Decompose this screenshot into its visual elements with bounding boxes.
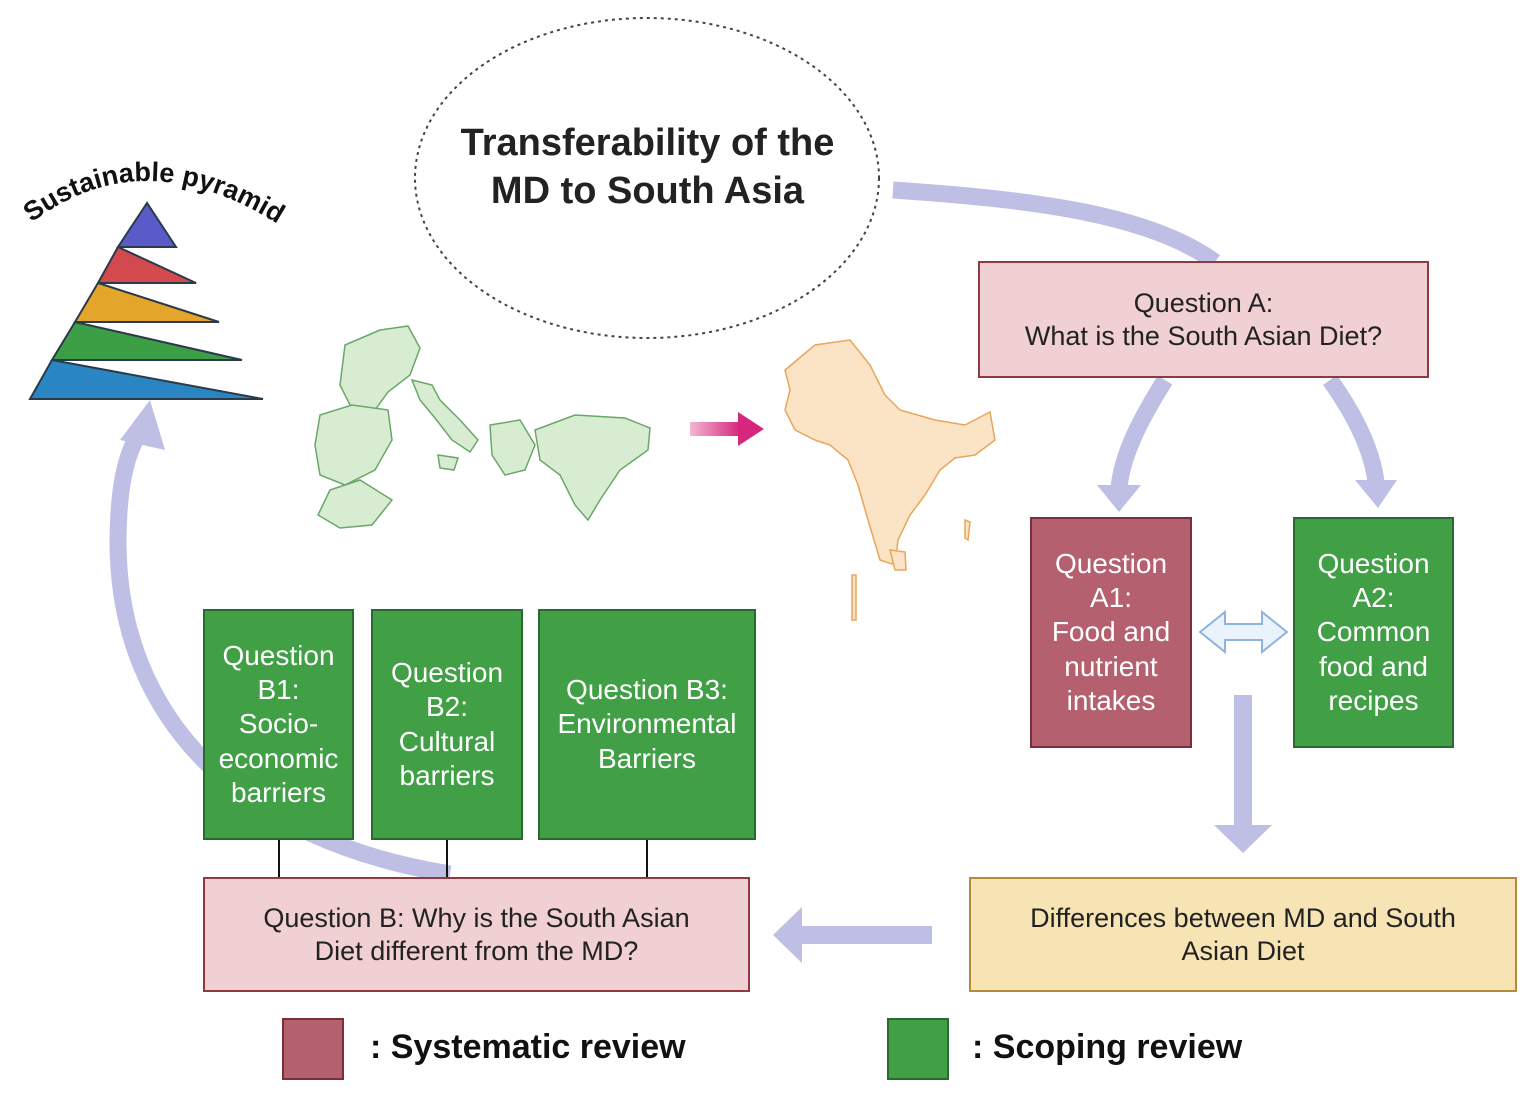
question-b2-box: Question B2: Cultural barriers xyxy=(371,609,523,840)
question-a2-box: Question A2: Common food and recipes xyxy=(1293,517,1454,748)
arrow-left-shaft xyxy=(800,926,932,944)
title-ellipse xyxy=(414,17,880,339)
legend-systematic-label: : Systematic review xyxy=(370,1028,686,1066)
question-a1-box: Question A1: Food and nutrient intakes xyxy=(1030,517,1192,748)
arrow-a-to-a2 xyxy=(1323,375,1385,484)
arrow-a-to-a1 xyxy=(1110,375,1173,490)
question-b3-box: Question B3: Environmental Barriers xyxy=(538,609,756,840)
arrow-a-to-a2-head xyxy=(1355,480,1397,508)
arrow-down-head xyxy=(1214,825,1272,853)
double-arrow-icon xyxy=(1198,609,1289,655)
south-asia-map-icon xyxy=(784,339,996,621)
arrow-title-to-question-a xyxy=(892,181,1220,269)
arrow-b-to-pyramid-head xyxy=(120,400,165,450)
legend-scoping-label: : Scoping review xyxy=(972,1028,1243,1066)
arrow-down-shaft xyxy=(1234,695,1252,825)
question-b1-box: Question B1: Socio- economic barriers xyxy=(203,609,354,840)
question-a-box: Question A: What is the South Asian Diet… xyxy=(978,261,1429,378)
legend-systematic-swatch xyxy=(282,1018,344,1080)
map-arrow-shaft xyxy=(690,422,740,436)
map-arrow-head xyxy=(738,412,764,446)
arrow-a-to-a1-head xyxy=(1097,485,1141,512)
differences-box: Differences between MD and South Asian D… xyxy=(969,877,1517,992)
diagram-title: Transferability of the MD to South Asia xyxy=(460,122,835,212)
legend-scoping-swatch xyxy=(887,1018,949,1080)
mediterranean-map-icon xyxy=(314,325,651,529)
arrow-left-head xyxy=(773,907,802,963)
question-b-box: Question B: Why is the South Asian Diet … xyxy=(203,877,750,992)
sustainable-pyramid-icon xyxy=(28,201,264,400)
